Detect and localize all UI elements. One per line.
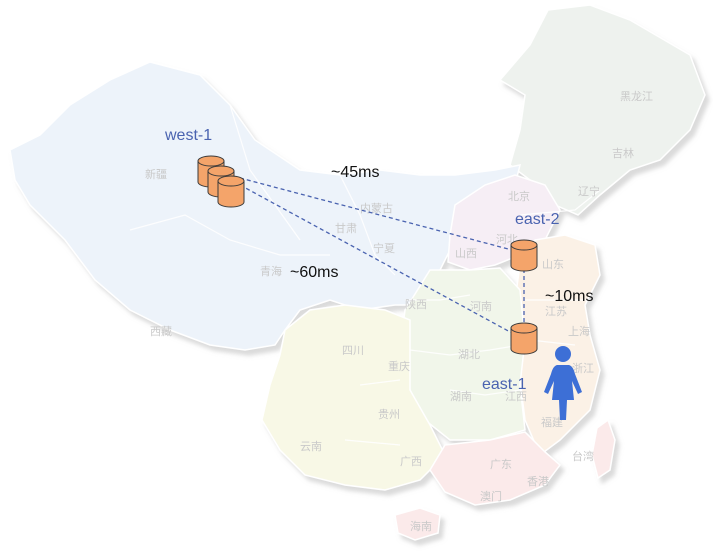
site-label-east1: east-1 [482,376,527,393]
region-southwest [261,304,446,491]
label-hubei: 湖北 [458,348,480,361]
latency-label-west-east2: ~45ms [331,164,379,181]
label-guangdong: 广东 [490,458,512,471]
label-xianggang: 香港 [527,475,549,488]
label-xizang: 西藏 [150,325,172,338]
latency-links [239,177,525,334]
label-guangxi: 广西 [400,455,422,468]
link-west-east1 [239,184,513,334]
label-qinghai: 青海 [260,264,282,278]
label-beijing: 北京 [508,189,530,203]
label-heilongjiang: 黑龙江 [620,90,653,103]
label-yunnan: 云南 [300,440,322,453]
user-person-icon [544,346,582,420]
database-cylinder-icon [510,322,538,355]
label-zhejiang: 浙江 [572,362,594,375]
label-taiwan: 台湾 [572,449,594,463]
label-jiangxi: 江西 [505,390,527,403]
latency-label-west-east1: ~60ms [290,264,338,281]
site-east1-database [510,322,538,355]
label-ningxia: 宁夏 [373,241,395,255]
region-hainan [394,507,441,541]
label-shanxi: 山西 [455,247,477,260]
label-aomen: 澳门 [480,489,502,503]
label-shandong: 山东 [542,258,564,271]
china-map [9,4,706,541]
label-liaoning: 辽宁 [578,184,600,198]
label-xinjiang: 新疆 [145,167,167,181]
label-jilin: 吉林 [612,146,634,160]
database-cylinder-icon [510,239,538,272]
region-northeast [498,4,706,216]
database-cylinder-icon [217,175,245,208]
label-jiangsu: 江苏 [545,305,567,318]
site-label-east2: east-2 [515,211,560,228]
label-shaanxi: 陕西 [405,297,427,311]
label-guizhou: 贵州 [378,408,400,421]
site-label-west: west-1 [164,127,212,144]
label-chongqing: 重庆 [388,359,410,373]
label-gansu: 甘肃 [335,222,357,235]
label-hunan: 湖南 [450,390,472,403]
latency-label-east1-east2: ~10ms [545,288,593,305]
province-borders [129,104,601,446]
label-shanghai: 上海 [568,324,590,338]
link-west-east2 [239,177,513,251]
label-henan: 河南 [470,300,492,313]
label-sichuan: 四川 [342,344,364,357]
site-east2-database [510,239,538,272]
region-taiwan [591,418,616,480]
province-labels: 黑龙江 吉林 辽宁 北京 河北 内蒙古 新疆 西藏 青海 甘肃 宁夏 山西 山东… [145,90,653,533]
site-west-databases [197,155,245,208]
label-neimenggu: 内蒙古 [360,201,393,215]
label-fujian: 福建 [541,415,563,429]
region-south [429,431,562,506]
label-hainan: 海南 [410,519,432,533]
